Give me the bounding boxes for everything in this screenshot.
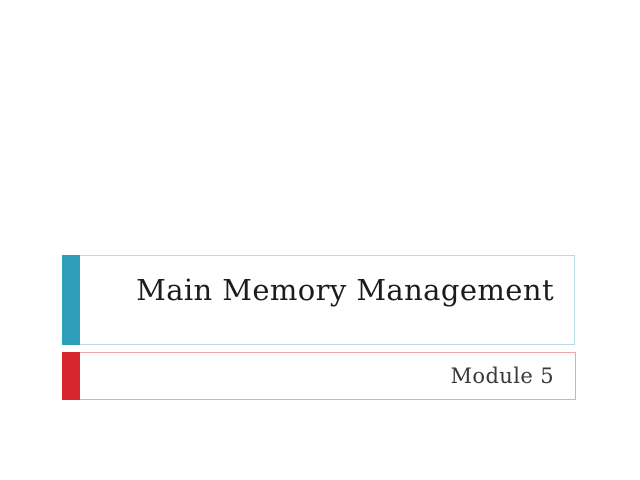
- slide-subtitle: Module 5: [450, 363, 554, 388]
- title-accent-bar: [62, 255, 80, 345]
- subtitle-placeholder: Module 5: [62, 352, 576, 400]
- title-placeholder: Main Memory Management: [62, 255, 575, 345]
- slide-title: Main Memory Management: [136, 273, 554, 307]
- subtitle-accent-bar: [62, 352, 80, 400]
